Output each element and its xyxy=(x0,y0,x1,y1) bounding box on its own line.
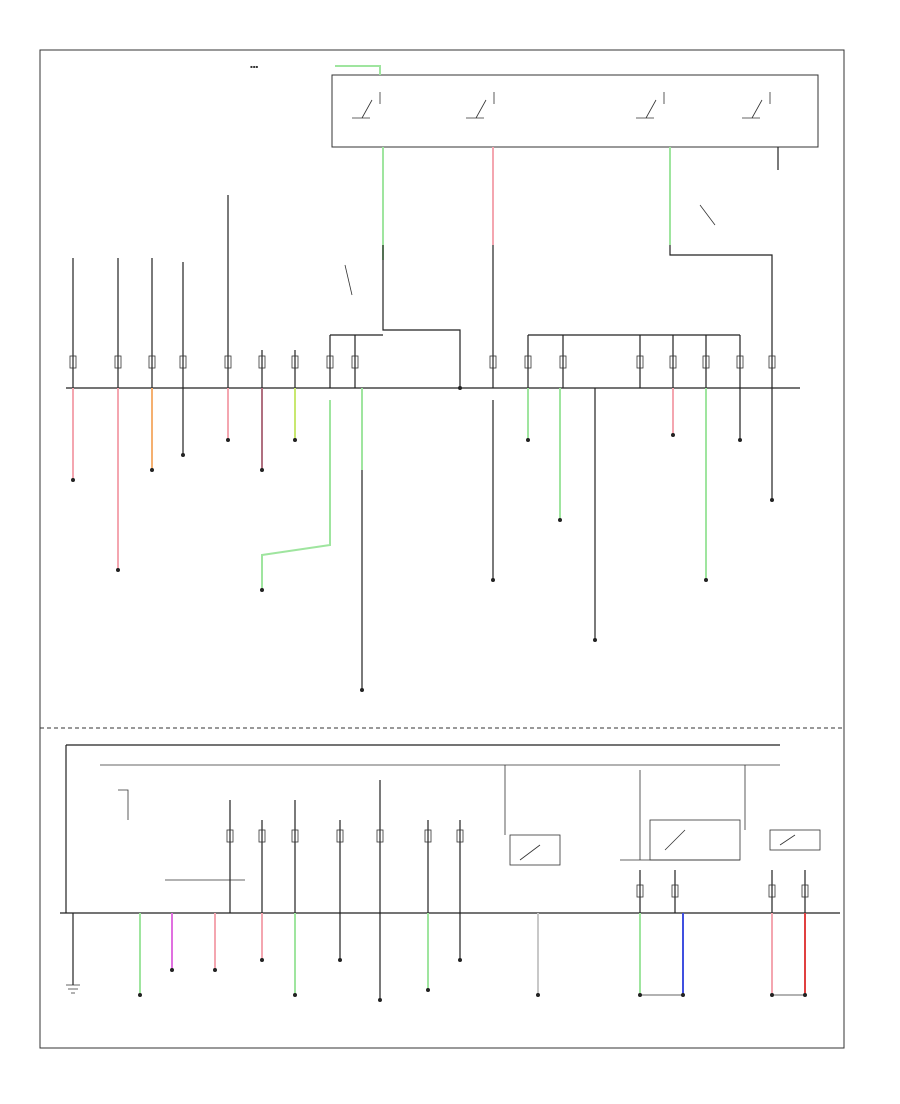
switch-relay3 xyxy=(699,204,716,226)
diagram-frame xyxy=(39,49,845,1049)
fuse-symbols-lower xyxy=(226,829,809,898)
terminal-dots-lower xyxy=(138,958,807,1002)
terminal-dots-upper xyxy=(71,386,774,692)
wire-green-out-bend xyxy=(261,400,331,590)
svg-text:▪▪▪: ▪▪▪ xyxy=(250,64,258,69)
fuse-drops-upper xyxy=(72,195,741,388)
feed-wire-green-top xyxy=(335,65,381,75)
fuse-drops-lower xyxy=(229,780,806,913)
relay-box-top: ▪▪▪ xyxy=(250,64,819,148)
wire-junction-ipdm xyxy=(382,245,461,388)
wire-relay3-branch xyxy=(669,245,773,388)
relay-symbols-lower xyxy=(118,765,821,881)
ground-symbol xyxy=(66,984,80,994)
switch-ignition xyxy=(344,264,353,296)
fuse-symbols-upper xyxy=(69,355,776,369)
